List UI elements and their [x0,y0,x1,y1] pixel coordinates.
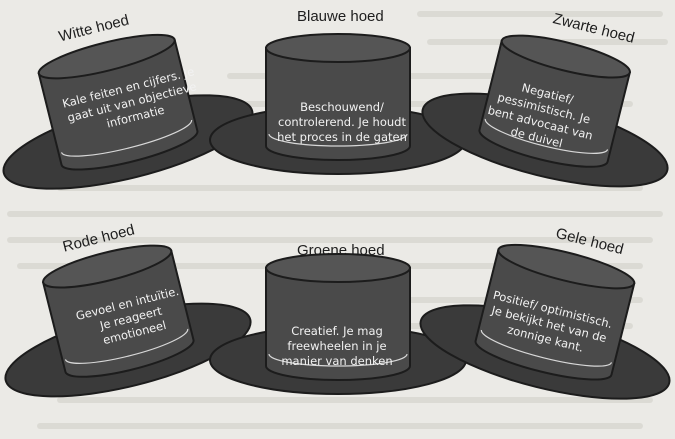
hat-top [500,34,631,79]
hat-green [209,253,467,395]
hat-white [2,33,254,190]
hat-band [268,353,408,367]
hat-top [265,253,411,283]
hat-text-green: Creatief. Je mag freewheelen in je manie… [281,324,393,368]
hat-blue [209,33,467,175]
hat-top [265,33,411,63]
hat-top [37,33,176,80]
hat-yellow [419,243,671,400]
hat-band [480,329,613,367]
hat-top [497,243,636,290]
hat-text-blue: Beschouwend/ controlerend. Je houdt het … [277,100,407,144]
hat-band [268,133,408,147]
hat-crown [265,47,411,161]
hat-black [421,34,669,188]
hat-band [60,119,193,157]
hat-top [42,244,173,289]
hat-band [64,328,189,364]
hat-crown [265,267,411,381]
hat-title-green: Groene hoed [297,242,385,259]
hat-band [484,118,609,154]
hat-red [4,244,252,398]
hat-title-blue: Blauwe hoed [297,8,384,25]
